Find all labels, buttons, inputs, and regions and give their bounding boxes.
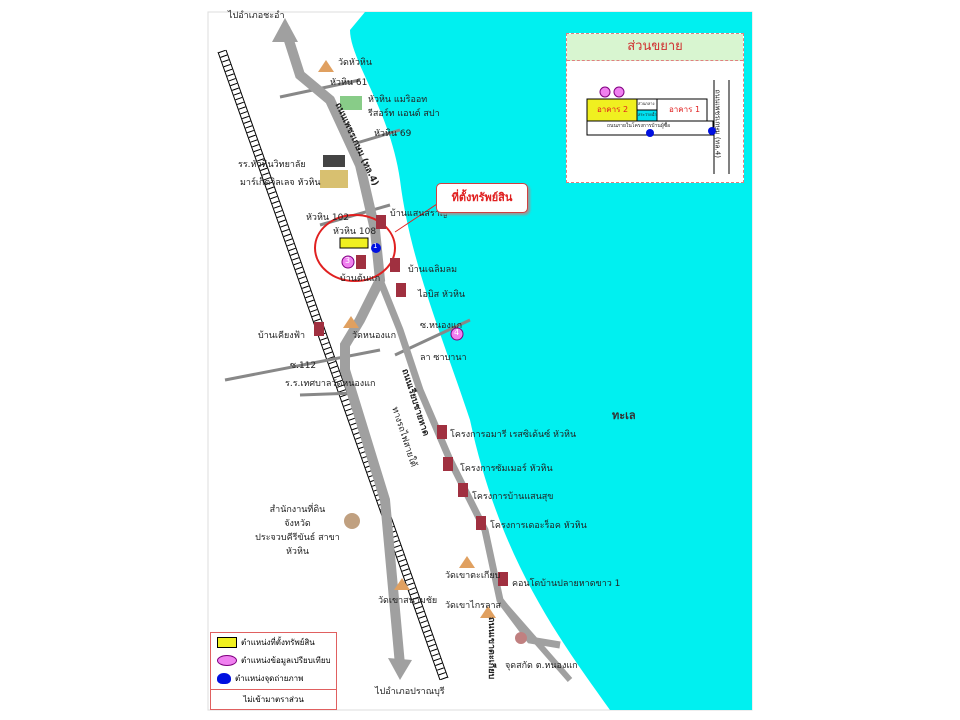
market-village-icon: [320, 170, 348, 188]
inset-bldg2-label: อาคาร 2: [597, 105, 629, 114]
south-direction: ไปอำเภอปราณบุรี: [375, 687, 445, 697]
legend-item-property: ตำแหน่งที่ตั้งทรัพย์สิน: [211, 633, 336, 651]
inset-lane-label: ถนนภายในโครงการบ้านผู้ซื้อ: [607, 123, 671, 129]
soi-69-label: หัวหิน 69: [374, 129, 412, 139]
property-location-callout: ที่ตั้งทรัพย์สิน: [436, 183, 528, 213]
ellipse-swatch-icon: [217, 654, 237, 666]
place-label: สำนักงานที่ดิน จังหวัดประจวบคีรีขันธ์ สา…: [255, 505, 340, 557]
inset-compare-2[interactable]: [613, 86, 625, 98]
site-circle: [314, 214, 396, 282]
inset-detail: ส่วนขยาย อาคาร 2 อาคาร 1 ส่วนกลาง สระว่า…: [566, 33, 744, 183]
sea-label: ทะเล: [612, 409, 636, 422]
place-label: โครงการบ้านแสนสุข: [472, 492, 554, 502]
callout-line: [394, 201, 441, 233]
arrow-south: [388, 658, 412, 680]
place-label: ถนนเขาตะเกียบ: [486, 617, 496, 680]
legend-label: ตำแหน่งจุดถ่ายภาพ: [235, 673, 304, 683]
place-label: วัดหนองแก: [352, 331, 397, 341]
soi-112-label: ซ.112: [290, 361, 317, 371]
soi-nongkae-label: ซ.หนองแก: [420, 321, 463, 331]
place-label: มาร์เก็ตวิลเลจ หัวหิน: [240, 178, 321, 188]
place-label: โครงการอมารี เรสซิเด้นซ์ หัวหิน: [450, 430, 577, 440]
soi-108-label: หัวหิน 108: [333, 227, 377, 237]
building-icons: [314, 215, 508, 586]
place-label: ร.ร.เทศบาลวัดหนองแก: [285, 379, 376, 389]
legend-item-photo: ตำแหน่งจุดถ่ายภาพ: [211, 669, 336, 687]
place-label: วัดเขาไกรลาส: [445, 601, 502, 611]
legend: ตำแหน่งที่ตั้งทรัพย์สิน ตำแหน่งข้อมูลเปร…: [210, 632, 337, 710]
inset-pool-label: สระว่ายน้ำ: [638, 112, 657, 117]
place-label: วัดหัวหิน: [338, 58, 372, 68]
inset-photo-1[interactable]: [708, 127, 716, 135]
inset-compare-1[interactable]: [599, 86, 611, 98]
land-office-icon: [344, 513, 360, 529]
branch-road: [497, 598, 573, 682]
place-label: คอนโดบ้านปลายหาดขาว 1: [512, 579, 621, 589]
marker-3-label: 3: [345, 256, 351, 265]
site-parcel: [339, 237, 369, 249]
checkpoint-icon: [515, 632, 527, 644]
marker-1-label: 1: [373, 242, 378, 250]
railway: [217, 49, 449, 681]
legend-label: ตำแหน่งข้อมูลเปรียบเทียบ: [241, 655, 331, 665]
place-label: โครงการซัมเมอร์ หัวหิน: [460, 464, 553, 474]
place-label: บ้านแสนสราญ: [390, 209, 448, 219]
north-direction: ไปอำเภอชะอำ: [228, 11, 285, 21]
school-icon: [323, 155, 345, 167]
photo-point-icon: [217, 672, 231, 684]
place-label: จุดสกัด ต.หนองแก: [505, 661, 578, 671]
railway-ties: [218, 49, 448, 681]
place-label: ไอบิส หัวหิน: [418, 290, 466, 300]
hatch-swatch-icon: [217, 636, 237, 648]
resort-icon: [340, 96, 362, 110]
inset-common-label: ส่วนกลาง: [638, 101, 655, 106]
place-label: วัดเขาสนามชัย: [378, 596, 438, 606]
place-label: วัดเขาตะเกียบ: [445, 571, 501, 581]
legend-item-compare: ตำแหน่งข้อมูลเปรียบเทียบ: [211, 651, 336, 669]
place-label: ลา ซาบานา: [420, 353, 467, 363]
photo-marker-1[interactable]: [371, 243, 381, 253]
inset-title: ส่วนขยาย: [567, 34, 743, 61]
soi-61-label: หัวหิน 61: [330, 78, 368, 88]
place-label: รร.หัวหินวิทยาลัย: [238, 160, 306, 170]
place-label: บ้านเฉลิมลม: [408, 265, 458, 275]
inset-road-label: ถนนเพชรเกษม (ทล.4): [713, 89, 722, 158]
inset-canvas: [586, 80, 730, 174]
arrow-north: [272, 18, 298, 42]
compare-marker-3[interactable]: [341, 255, 355, 269]
inset-bldg1-label: อาคาร 1: [669, 105, 701, 114]
legend-label: ตำแหน่งที่ตั้งทรัพย์สิน: [241, 637, 315, 647]
temple-icons: [318, 60, 496, 618]
place-label: โครงการเดอะร็อค หัวหิน: [490, 521, 587, 531]
compare-marker-4[interactable]: [450, 327, 464, 341]
place-label: บ้านเคียงฟ้า: [258, 331, 306, 341]
soi-102-label: หัวหิน 102: [306, 213, 350, 223]
inset-photo-2[interactable]: [646, 129, 654, 137]
legend-footer: ไม่เข้ามาตราส่วน: [211, 689, 336, 709]
marker-4-label: 4: [454, 328, 460, 337]
place-label: หัวหิน แมริออท รีสอร์ท แอนด์ สปา: [368, 95, 440, 119]
place-label: บ้านต้นแก: [340, 274, 381, 284]
